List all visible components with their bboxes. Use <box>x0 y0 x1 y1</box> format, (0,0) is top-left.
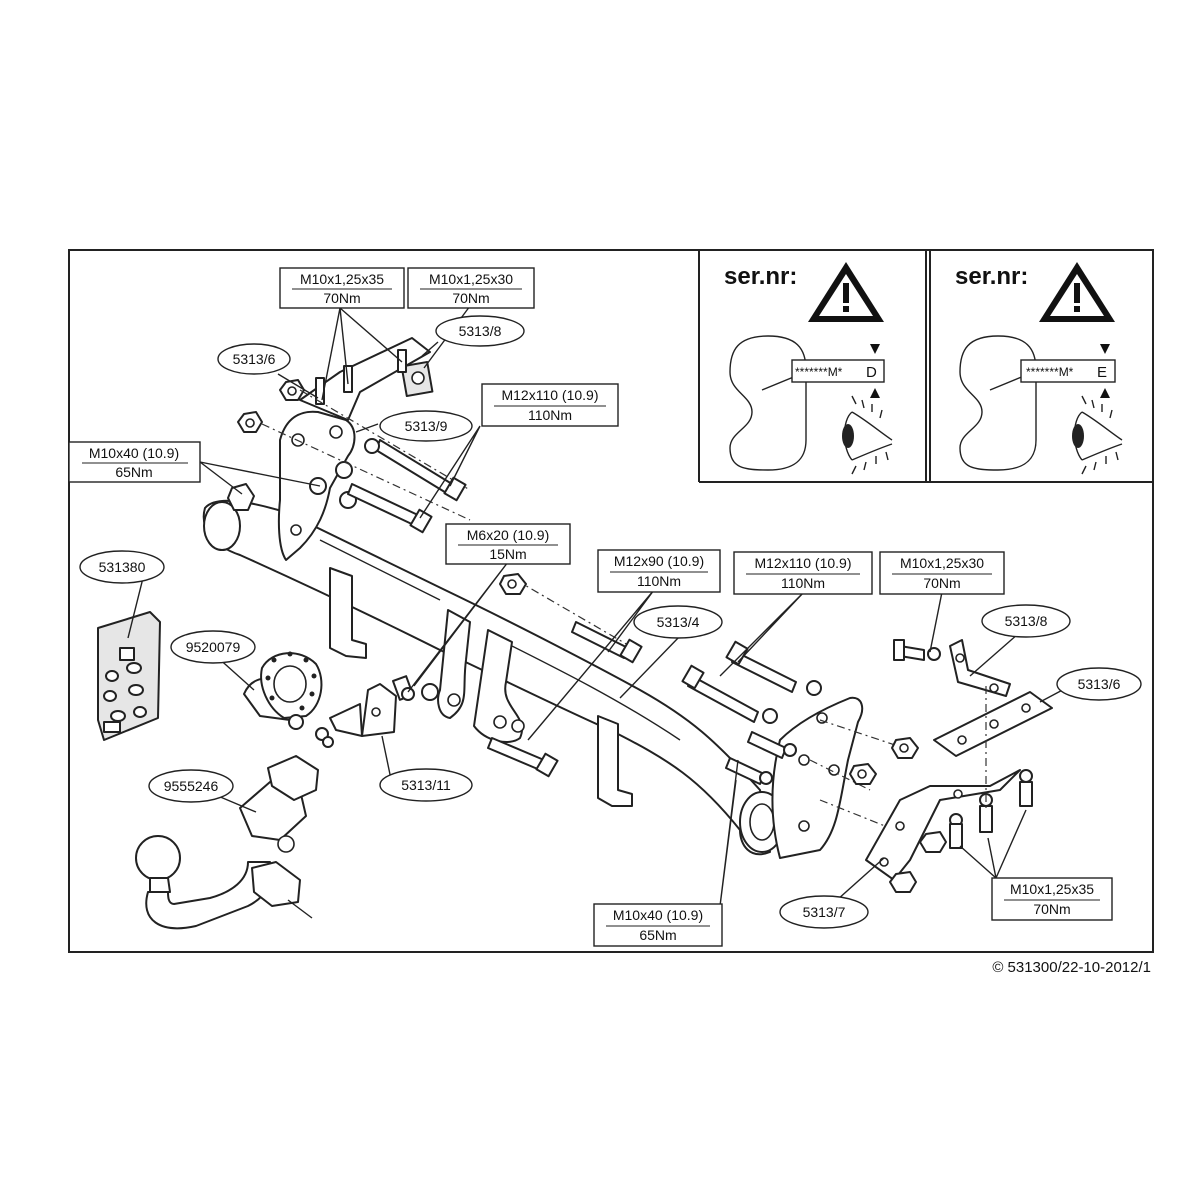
part-callout-5313-11: 5313/11 <box>379 768 473 802</box>
bolt-spec-m12x110-right: M12x110 (10.9) 110Nm <box>733 551 873 595</box>
bolt-spec-m10x1-25x35-top: M10x1,25x35 70Nm <box>279 267 405 309</box>
part-number: 5313/4 <box>657 614 700 630</box>
part-number: 9555246 <box>164 778 219 794</box>
part-callout-9555246: 9555246 <box>148 769 234 803</box>
bolt-spec-m10x1-25x30-top: M10x1,25x30 70Nm <box>407 267 535 309</box>
far-right-brackets <box>865 639 1053 893</box>
part-callout-531380: 531380 <box>79 550 165 584</box>
bolt-torque: 15Nm <box>489 546 526 562</box>
bolt-torque: 110Nm <box>781 575 825 591</box>
bolt-torque: 110Nm <box>637 573 681 589</box>
warning-triangle-icon <box>1039 262 1115 322</box>
bolt-spec-m10x40-left: M10x40 (10.9) 65Nm <box>68 441 201 483</box>
serial-panels <box>698 250 1153 483</box>
bolt-spec-m12x110-top: M12x110 (10.9) 110Nm <box>481 383 619 427</box>
part-callout-5313-7: 5313/7 <box>779 895 869 929</box>
bolt-size: M10x1,25x30 <box>429 271 513 287</box>
eye-icon <box>842 395 893 475</box>
part-number: 5313/7 <box>803 904 846 920</box>
instruction-plate-531380 <box>97 611 161 741</box>
bolt-m12x110-lower <box>347 483 421 527</box>
eye-icon <box>1072 395 1123 475</box>
right-side-bracket <box>681 640 921 859</box>
bolt-size: M12x90 (10.9) <box>614 553 704 569</box>
serial-code-prefix: *******M* <box>1026 365 1074 379</box>
serial-label: ser.nr: <box>724 263 797 290</box>
car-outline <box>959 335 1037 471</box>
bolt-torque: 65Nm <box>639 927 676 943</box>
part-number: 5313/8 <box>459 323 502 339</box>
bolt-m12x90-lower <box>487 737 545 771</box>
serial-code-prefix: *******M* <box>795 365 843 379</box>
serial-code-suffix: D <box>866 364 877 381</box>
part-callout-5313-6-right: 5313/6 <box>1056 667 1142 701</box>
code-pointer <box>989 375 1025 391</box>
serial-code-suffix: E <box>1097 364 1107 381</box>
bolt-size: M10x1,25x30 <box>900 555 984 571</box>
diagram-frame <box>68 249 1154 953</box>
bolt-torque: 110Nm <box>528 407 572 423</box>
part-callout-5313-8-top: 5313/8 <box>435 315 525 347</box>
bolt-size: M12x110 (10.9) <box>501 387 598 403</box>
part-number: 5313/6 <box>1078 676 1121 692</box>
part-callout-9520079: 9520079 <box>170 630 256 664</box>
part-callout-5313-9: 5313/9 <box>379 410 473 442</box>
center-bracket <box>421 573 643 778</box>
leader-lines <box>127 305 1071 909</box>
serial-panel-2: ser.nr: *******M* E <box>955 262 1123 475</box>
bolt-m12x90-upper <box>571 621 629 659</box>
bolt-spec-m10x40-bottom: M10x40 (10.9) 65Nm <box>593 903 723 947</box>
bolt-spec-m10x1-25x30-right: M10x1,25x30 70Nm <box>879 551 1005 595</box>
copyright-text: © 531300/22-10-2012/1 <box>992 959 1151 976</box>
bolt-size: M10x40 (10.9) <box>89 445 179 461</box>
bolt-torque: 65Nm <box>115 464 152 480</box>
part-number: 5313/8 <box>1005 613 1048 629</box>
serial-code-box <box>1020 359 1116 383</box>
part-callout-5313-6-left: 5313/6 <box>217 343 291 375</box>
tube-mounting-tabs <box>290 524 633 807</box>
socket-9520079 <box>243 651 323 730</box>
car-outline <box>729 335 807 471</box>
bolt-size: M10x1,25x35 <box>1010 881 1094 897</box>
part-number: 5313/11 <box>401 777 451 793</box>
part-callout-5313-4: 5313/4 <box>633 605 723 639</box>
tow-ball-9555246 <box>135 755 319 930</box>
plate-5313-7 <box>865 769 1021 881</box>
serial-code-box <box>791 359 885 383</box>
bolt-size: M10x40 (10.9) <box>613 907 703 923</box>
warning-triangle-icon <box>808 262 884 322</box>
bolt-torque: 70Nm <box>1033 901 1070 917</box>
serial-panel-1: ser.nr: *******M* D <box>724 262 893 475</box>
angle-bracket-5313-8 <box>949 639 1011 697</box>
part-number: 5313/9 <box>405 418 448 434</box>
bolt-spec-m10x1-25x35-right: M10x1,25x35 70Nm <box>991 877 1113 921</box>
bolt-size: M6x20 (10.9) <box>467 527 549 543</box>
bolt-torque: 70Nm <box>452 290 489 306</box>
bolt-spec-m12x90: M12x90 (10.9) 110Nm <box>597 549 721 593</box>
part-callout-5313-8-right: 5313/8 <box>981 604 1071 638</box>
part-number: 5313/6 <box>233 351 276 367</box>
bolt-size: M10x1,25x35 <box>300 271 384 287</box>
bolt-torque: 70Nm <box>323 290 360 306</box>
bolt-size: M12x110 (10.9) <box>754 555 851 571</box>
part-number: 9520079 <box>186 639 241 655</box>
bracket-5313-11 <box>315 675 415 748</box>
bolt-torque: 70Nm <box>923 575 960 591</box>
serial-label: ser.nr: <box>955 263 1028 290</box>
part-number: 531380 <box>99 559 146 575</box>
bolt-spec-m6x20: M6x20 (10.9) 15Nm <box>445 523 571 565</box>
code-pointer <box>761 375 797 391</box>
